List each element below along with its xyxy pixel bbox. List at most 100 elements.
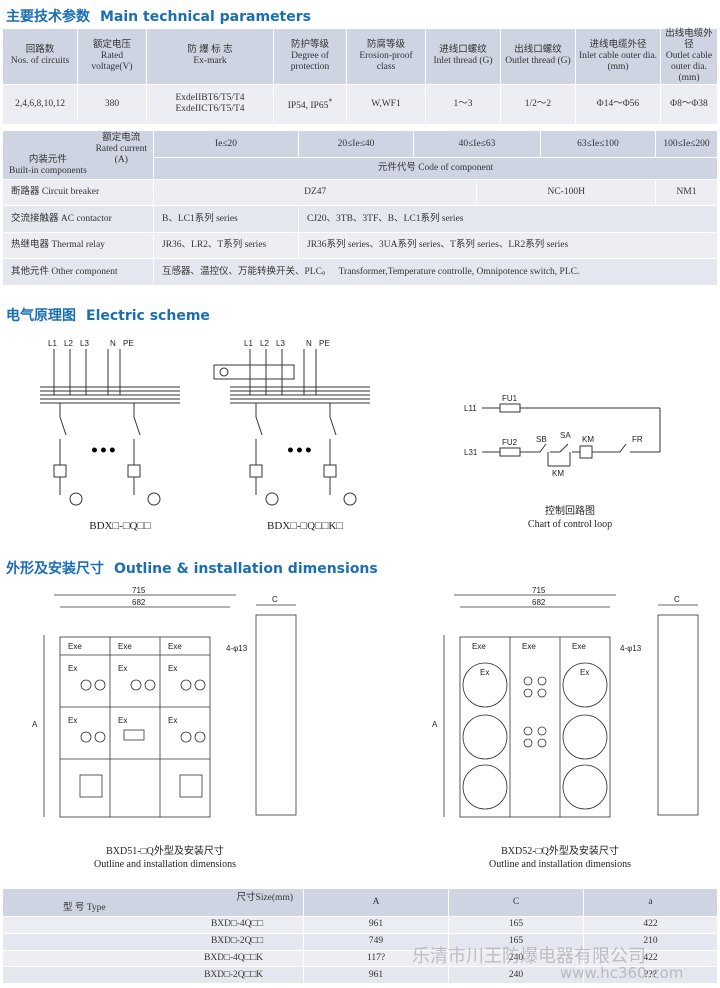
label-ex: Ex: [68, 664, 77, 673]
cell-voltage: 380: [77, 83, 147, 126]
bus-label-l1: L1: [244, 339, 253, 348]
control-label-fr: FR: [632, 435, 643, 444]
control-label-sb: SB: [536, 435, 547, 444]
scheme-caption-1: BDX□-□Q□□: [89, 520, 151, 532]
section-title-en: Outline & installation dimensions: [114, 561, 378, 577]
bus-label-pe: PE: [319, 339, 330, 348]
scheme-diagram-2: L1 L2 L3 N PE •••: [213, 339, 370, 506]
control-label-l31: L31: [464, 448, 478, 457]
label-exe: Exe: [168, 642, 182, 651]
bus-label-l1: L1: [48, 339, 57, 348]
cell-contactor-b: CJ20、3TB、3TF、B、LC1系列 series: [298, 205, 718, 233]
range-5: 100≤Ie≤200: [654, 130, 719, 158]
dim-holes: 4-φ13: [620, 644, 642, 653]
dim-holes: 4-φ13: [226, 644, 248, 653]
label-ex: Ex: [68, 716, 77, 725]
section-title-cn: 电气原理图: [6, 308, 76, 324]
section-title-technical: 主要技术参数 Main technical parameters: [6, 6, 311, 26]
dim-682: 682: [132, 598, 146, 607]
dimensions-corner-cell: 尺寸Size(mm) 型 号 Type: [2, 888, 304, 917]
bus-label-l3: L3: [80, 339, 89, 348]
col-header-c: C: [448, 888, 584, 917]
cell-outlet-dia: Φ8～Φ38: [660, 83, 718, 126]
cell-erosion: W,WF1: [346, 83, 426, 126]
section-title-cn: 外形及安装尺寸: [6, 561, 104, 577]
dim-c: C: [272, 595, 278, 604]
outline-drawing-bxd51: 715 682 A C 4-φ13 Exe Exe Exe Ex Ex Ex E…: [32, 586, 297, 818]
col-header-a: A: [303, 888, 449, 917]
dim-682: 682: [532, 598, 546, 607]
watermark-url: www.hc360.com: [560, 964, 684, 982]
control-label-sa: SA: [560, 431, 571, 440]
cell-breaker-a: DZ47: [152, 179, 478, 206]
label-ex: Ex: [118, 664, 127, 673]
row-label-breaker: 断路器 Circuit breaker: [2, 179, 154, 206]
row-label-relay: 热继电器 Thermal relay: [2, 232, 154, 259]
cell-circuits: 2,4,6,8,10,12: [2, 83, 78, 126]
dim-a-height: A: [32, 720, 38, 729]
scheme-caption-2: BDX□-□Q□□K□: [267, 520, 343, 532]
bus-label-l2: L2: [260, 339, 269, 348]
label-exe: Exe: [522, 642, 536, 651]
cell-relay-a: JR36、LR2、T系列 series: [153, 232, 299, 259]
label-ex: Ex: [118, 716, 127, 725]
label-ex: Ex: [168, 664, 177, 673]
row-label-contactor: 交流接触器 AC contactor: [2, 205, 154, 233]
cell-breaker-b: NC-100H: [476, 179, 656, 206]
label-ex: Ex: [580, 668, 589, 677]
range-2: 20≤Ie≤40: [298, 130, 414, 158]
control-label-fu1: FU1: [502, 394, 518, 403]
cell-relay-b: JR36系列 series、3UA系列 series、T系列 series、LR…: [298, 232, 718, 259]
label-exe: Exe: [68, 642, 82, 651]
cell-other: 互感器、温控仪、万能转换开关、PLC。 Transformer,Temperat…: [153, 258, 718, 286]
section-title-en: Main technical parameters: [100, 9, 311, 25]
row-label-other: 其他元件 Other component: [2, 258, 154, 286]
dim-c: C: [674, 595, 680, 604]
cell-contactor-a: B、LC1系列 series: [153, 205, 299, 233]
cell-inlet: 1～3: [425, 83, 501, 126]
control-label-km2: KM: [552, 469, 564, 478]
cell-inlet-dia: Φ14～Φ56: [575, 83, 661, 126]
watermark-company: 乐清市川王防爆电器有限公司: [412, 946, 646, 967]
label-exe: Exe: [118, 642, 132, 651]
scheme-diagram-1: L1 L2 L3 N PE •••: [40, 339, 180, 506]
control-label-km: KM: [582, 435, 594, 444]
section-title-cn: 主要技术参数: [6, 9, 90, 25]
cell-outlet: 1/2～2: [500, 83, 576, 126]
range-4: 63≤Ie≤100: [539, 130, 656, 158]
range-1: Ie≤20: [153, 130, 299, 158]
dim-715: 715: [132, 586, 146, 595]
label-exe: Exe: [572, 642, 586, 651]
bus-label-l3: L3: [276, 339, 285, 348]
dots: •••: [90, 443, 117, 459]
bus-label-l2: L2: [64, 339, 73, 348]
component-code-header: 元件代号 Code of component: [153, 157, 718, 180]
bus-label-pe: PE: [123, 339, 134, 348]
cell-breaker-c: NM1: [654, 179, 719, 206]
control-label-fu2: FU2: [502, 438, 518, 447]
control-loop-diagram: L11 L31 FU1 FU2 SB SA KM FR KM: [464, 394, 661, 478]
bus-label-n: N: [306, 339, 312, 348]
